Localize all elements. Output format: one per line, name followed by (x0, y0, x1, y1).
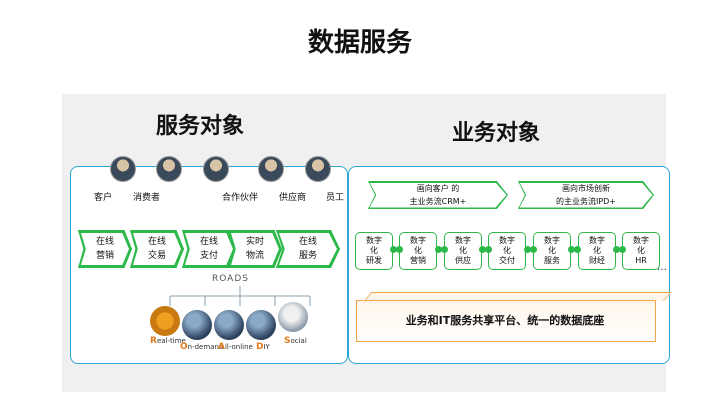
channel-chevron: 在线 服务 (276, 230, 340, 268)
connector-dot (479, 246, 486, 253)
roads-connector-lines (169, 286, 311, 306)
connector-dot (485, 246, 492, 253)
connector-dot (396, 246, 403, 253)
supplier-avatar (258, 156, 284, 182)
connector-dot (619, 246, 626, 253)
more-ellipsis: … (657, 262, 667, 273)
consumer-avatar (156, 156, 182, 182)
digital-hr-box: 数字 化 HR (622, 232, 660, 270)
roads-label-diy: DIY (256, 342, 270, 352)
connector-dot (441, 246, 448, 253)
roads-label-realtime: Real-time (150, 336, 186, 346)
channel-chevron: 在线 营销 (78, 230, 132, 268)
service-objects-heading: 服务对象 (156, 114, 245, 139)
connector-dot (613, 246, 620, 253)
stakeholder-label: 供应商 (279, 193, 307, 203)
employee-avatar (305, 156, 331, 182)
roads-label-ondemand: On-demand (180, 342, 224, 352)
realtime-sphere-icon (150, 306, 180, 336)
stakeholder-label: 合作伙伴 (222, 193, 259, 203)
ondemand-sphere-icon (182, 310, 212, 340)
social-sphere-icon (278, 302, 308, 332)
shared-platform-box (356, 300, 656, 342)
channel-chevron: 实时 物流 (228, 230, 282, 268)
digital-delivery-box: 数字 化 交付 (488, 232, 526, 270)
roads-label-social: Social (284, 336, 307, 346)
digital-service-box: 数字 化 服务 (533, 232, 571, 270)
connector-dot (524, 246, 531, 253)
shared-platform-label: 业务和IT服务共享平台、统一的数据底座 (405, 314, 605, 327)
stakeholder-label: 客户 (94, 193, 113, 203)
customer-avatar (110, 156, 136, 182)
page-title: 数据服务 (307, 28, 412, 58)
digital-supply-box: 数字 化 供应 (444, 232, 482, 270)
stakeholder-label: 消费者 (133, 193, 161, 203)
connector-dot (530, 246, 537, 253)
allonline-sphere-icon (214, 310, 244, 340)
connector-dot (568, 246, 575, 253)
diy-sphere-icon (246, 310, 276, 340)
roads-title: ROADS (212, 274, 249, 284)
roads-label-allonline: All-online (218, 342, 253, 352)
ipd-flow-arrow: 画向市场创新 的主业务流IPD+ (518, 181, 654, 209)
stakeholder-label: 员工 (326, 193, 345, 203)
connector-dot (574, 246, 581, 253)
crm-flow-arrow: 画向客户 的 主业务流CRM+ (368, 181, 508, 209)
channel-chevron: 在线 支付 (182, 230, 236, 268)
digital-marketing-box: 数字 化 营销 (399, 232, 437, 270)
connector-dot (390, 246, 397, 253)
digital-finance-box: 数字 化 财经 (578, 232, 616, 270)
digital-rd-box: 数字 化 研发 (355, 232, 393, 270)
partner-avatar (203, 156, 229, 182)
business-objects-heading: 业务对象 (452, 121, 541, 146)
channel-chevron: 在线 交易 (130, 230, 184, 268)
connector-dot (435, 246, 442, 253)
